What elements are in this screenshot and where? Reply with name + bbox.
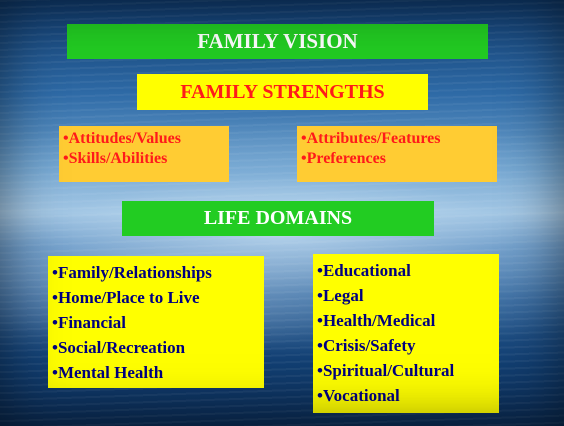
list-item: Home/Place to Live bbox=[52, 285, 260, 310]
strengths-left-box: Attitudes/Values Skills/Abilities bbox=[59, 126, 229, 182]
list-item: Financial bbox=[52, 310, 260, 335]
family-vision-title-text: FAMILY VISION bbox=[197, 29, 358, 53]
list-item: Skills/Abilities bbox=[63, 149, 225, 169]
life-domains-heading-text: LIFE DOMAINS bbox=[203, 207, 353, 229]
list-item: Crisis/Safety bbox=[317, 333, 495, 358]
list-item: Social/Recreation bbox=[52, 335, 260, 360]
list-item: Family/Relationships bbox=[52, 260, 260, 285]
list-item: Attributes/Features bbox=[301, 129, 493, 149]
strengths-right-list: Attributes/Features Preferences bbox=[301, 129, 493, 169]
list-item: Educational bbox=[317, 258, 495, 283]
list-item: Attitudes/Values bbox=[63, 129, 225, 149]
strengths-left-list: Attitudes/Values Skills/Abilities bbox=[63, 129, 225, 169]
family-strengths-heading: FAMILY STRENGTHS bbox=[137, 74, 428, 110]
domains-left-box: Family/Relationships Home/Place to Live … bbox=[48, 256, 264, 388]
domains-right-list: Educational Legal Health/Medical Crisis/… bbox=[317, 258, 495, 408]
domains-right-box: Educational Legal Health/Medical Crisis/… bbox=[313, 254, 499, 413]
list-item: Preferences bbox=[301, 149, 493, 169]
strengths-right-box: Attributes/Features Preferences bbox=[297, 126, 497, 182]
domains-left-list: Family/Relationships Home/Place to Live … bbox=[52, 260, 260, 385]
list-item: Mental Health bbox=[52, 360, 260, 385]
family-strengths-heading-text: FAMILY STRENGTHS bbox=[180, 80, 385, 103]
life-domains-heading: LIFE DOMAINS bbox=[122, 201, 434, 236]
list-item: Health/Medical bbox=[317, 308, 495, 333]
list-item: Spiritual/Cultural bbox=[317, 358, 495, 383]
list-item: Vocational bbox=[317, 383, 495, 408]
list-item: Legal bbox=[317, 283, 495, 308]
family-vision-title: FAMILY VISION bbox=[67, 24, 488, 59]
